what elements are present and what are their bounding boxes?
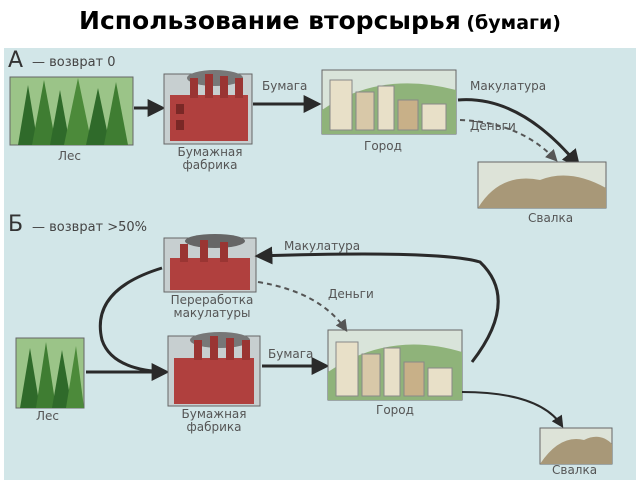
label-paper-b: Бумага <box>268 347 314 361</box>
label-paper-a: Бумага <box>262 79 308 93</box>
paper-mill-image-a <box>163 70 253 145</box>
label-dump-a: Свалка <box>528 211 574 225</box>
paper-mill-image-b <box>167 332 261 407</box>
label-money-b: Деньги <box>328 287 374 301</box>
arrow-money-a <box>459 119 558 162</box>
label-waste-paper-b: Макулатура <box>284 239 361 253</box>
slide-title: Использование вторсырья (бумаги) <box>0 6 640 35</box>
label-paper-mill-b: Бумажная фабрика <box>181 407 247 435</box>
forest-image-b <box>15 337 85 409</box>
forest-image-a <box>9 76 134 146</box>
section-b-caption: — возврат >50% <box>32 220 148 235</box>
arrow-money-b <box>257 281 348 332</box>
label-recycling-b: Переработка макулатуры <box>170 293 254 321</box>
label-forest-b: Лес <box>36 409 60 423</box>
title-main: Использование вторсырья <box>79 6 461 35</box>
label-forest-a: Лес <box>58 149 82 163</box>
recycling-plant-image-b <box>163 234 257 293</box>
section-a-caption: — возврат 0 <box>32 55 116 70</box>
label-paper-mill-a: Бумажная фабрика <box>177 145 243 173</box>
title-sub: (бумаги) <box>466 12 561 34</box>
dump-image-a <box>477 161 607 209</box>
label-money-a: Деньги <box>470 119 516 133</box>
dump-image-b <box>539 427 613 465</box>
city-image-a <box>321 69 457 135</box>
section-a-letter: А <box>8 48 24 73</box>
label-city-b: Город <box>376 403 414 417</box>
arrow-city-to-dump-a <box>457 98 581 168</box>
label-city-a: Город <box>364 139 402 153</box>
arrow-recycling-to-mill-b <box>98 266 167 374</box>
arrow-city-to-recycling-b <box>254 246 500 363</box>
city-image-b <box>327 329 463 401</box>
arrow-city-to-dump-b <box>461 391 564 429</box>
label-dump-b: Свалка <box>552 463 598 477</box>
section-b-letter: Б <box>8 212 24 237</box>
label-waste-paper-a: Макулатура <box>470 79 547 93</box>
